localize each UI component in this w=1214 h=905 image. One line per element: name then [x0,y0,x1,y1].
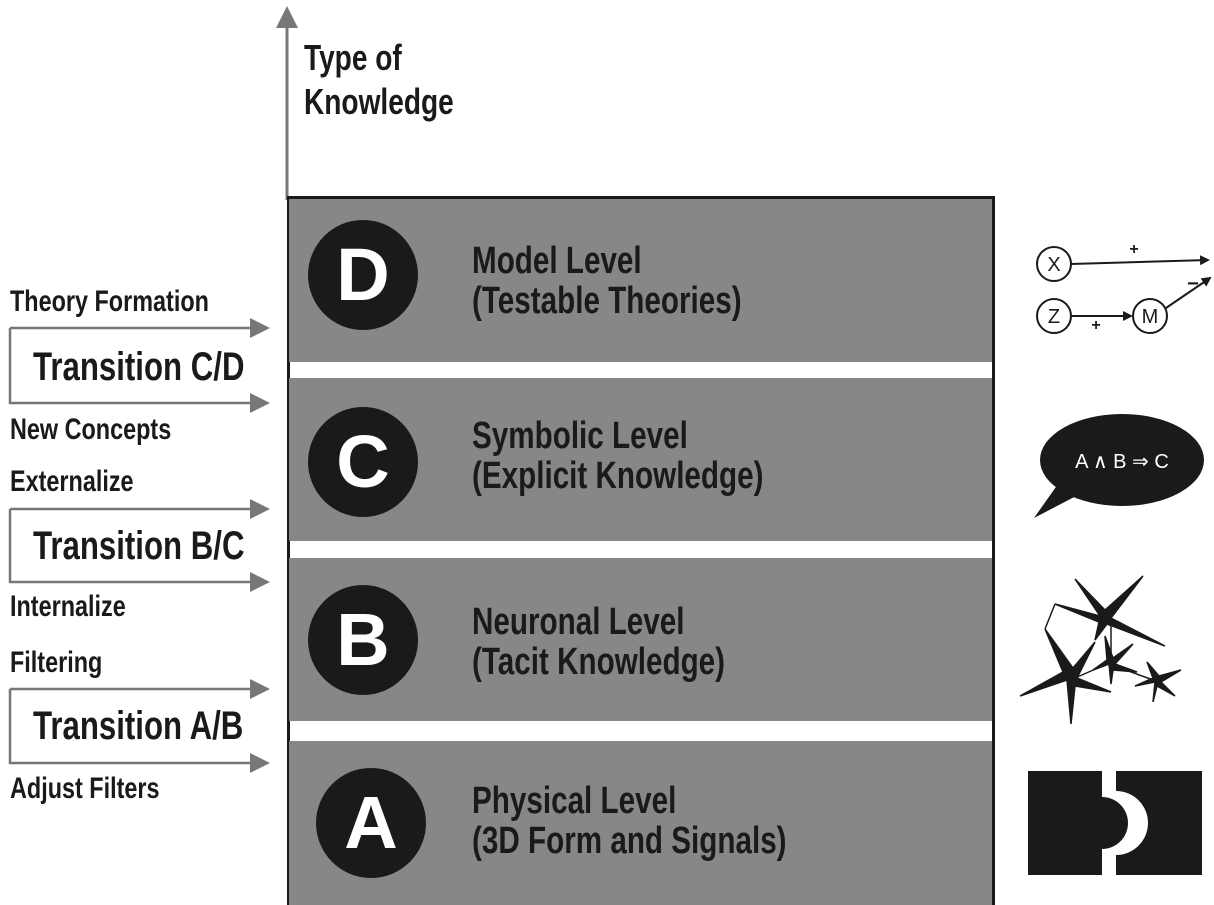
transition-brackets [8,318,270,773]
level-a-sub: (3D Form and Signals) [472,820,787,862]
transition-cd-up-label: Theory Formation [10,285,265,319]
level-d-text: Model Level (Testable Theories) [472,241,818,321]
edge-m-out [1165,276,1212,309]
level-b-badge: B [308,585,418,695]
node-z-label: Z [1048,306,1060,328]
transition-bc-arrow-up [250,499,270,519]
level-b-text: Neuronal Level (Tacit Knowledge) [472,602,796,682]
neuron-4 [1134,661,1182,703]
edge-x-out [1070,255,1210,266]
transition-bc-down-text: Internalize [10,590,126,623]
transition-bc-down-label: Internalize [10,590,158,624]
neuron-fiber-2 [1074,663,1108,679]
edge-x-sign: + [1129,241,1138,258]
level-c-sub: (Explicit Knowledge) [472,455,764,497]
axis-title: Type of Knowledge [304,36,496,124]
level-b-sub: (Tacit Knowledge) [472,641,726,683]
transition-cd-down-label: New Concepts [10,413,217,447]
causal-model-icon: X + Z + M − [1036,241,1212,334]
transition-bc-up-text: Externalize [10,465,134,498]
transition-ab-arrow-down [250,753,270,773]
transition-ab-up-text: Filtering [10,646,103,679]
transition-ab-bracket [8,687,254,765]
transition-cd-label: Transition C/D [33,345,304,389]
transition-bc-up-label: Externalize [10,465,168,499]
level-c-band: C Symbolic Level (Explicit Knowledge) [289,378,992,541]
level-b-band: B Neuronal Level (Tacit Knowledge) [289,558,992,721]
transition-ab-label: Transition A/B [33,704,303,748]
transition-ab-arrow-up [250,679,270,699]
level-c-badge: C [308,407,418,517]
level-d-name: Model Level [472,240,642,282]
axis-arrowhead [276,6,298,28]
transition-ab-down-label: Adjust Filters [10,772,202,806]
bubble-tail [1034,484,1080,518]
node-x-label: X [1047,254,1060,276]
bubble-formula: A ∧ B ⇒ C [1075,451,1169,473]
neuron-3 [1092,635,1138,685]
neurons-icon [1019,575,1182,724]
neuron-fiber-3 [1114,665,1154,681]
level-b-name: Neuronal Level [472,601,685,643]
transition-ab-up-label: Filtering [10,646,128,680]
transition-cd-bracket [8,326,254,405]
level-c-name: Symbolic Level [472,415,688,457]
speech-bubble-icon: A ∧ B ⇒ C [1034,414,1204,518]
axis-title-line2: Knowledge [304,81,454,122]
block-left [1028,771,1102,875]
neuron-2 [1019,628,1112,724]
edge-z-sign: + [1091,317,1100,334]
edge-m-sign: − [1187,273,1199,295]
node-m-circle [1132,298,1168,334]
bubble-body [1040,414,1204,506]
level-c-text: Symbolic Level (Explicit Knowledge) [472,416,846,496]
transition-ab-label-text: Transition A/B [33,704,244,748]
node-m-label: M [1142,306,1159,328]
block-left-tab [1102,797,1128,849]
transition-ab-down-text: Adjust Filters [10,772,160,805]
level-d-sub: (Testable Theories) [472,280,742,322]
transition-bc-arrow-down [250,572,270,592]
transition-cd-arrow-up [250,318,270,338]
axis-title-line1: Type of [304,37,402,78]
transition-bc-label-text: Transition B/C [33,524,245,568]
level-a-band: A Physical Level (3D Form and Signals) [289,741,992,905]
transition-cd-arrow-down [250,393,270,413]
block-right [1116,771,1202,875]
level-a-name: Physical Level [472,780,677,822]
level-d-badge: D [308,220,418,330]
neuron-fiber-4 [1044,603,1056,630]
transition-bc-label: Transition B/C [33,524,304,568]
level-a-badge: A [316,768,426,878]
level-a-text: Physical Level (3D Form and Signals) [472,781,875,861]
level-d-band: D Model Level (Testable Theories) [289,199,992,362]
transition-cd-down-text: New Concepts [10,413,172,446]
transition-bc-bracket [8,507,254,584]
transition-cd-label-text: Transition C/D [33,345,245,389]
neuron-1 [1054,575,1166,647]
transition-cd-up-text: Theory Formation [10,285,209,318]
puzzle-blocks-icon [1028,771,1202,875]
